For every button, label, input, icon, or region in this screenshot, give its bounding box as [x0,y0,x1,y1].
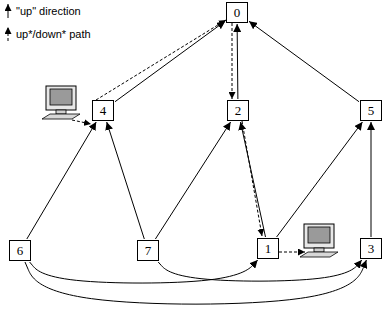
computer-icon [42,86,80,119]
link-line [241,122,266,237]
legend-up-arrow [8,4,9,18]
link-line [27,122,96,239]
node-number: 5 [368,104,375,117]
node-number: 7 [145,244,152,257]
link-line [115,21,225,101]
node-number: 0 [234,6,241,19]
link-line [371,122,372,237]
link-line [158,260,362,281]
node-number: 4 [100,104,107,117]
switch-box: 0 [226,2,248,23]
link-line [277,122,363,237]
link-line [107,122,145,239]
node-number: 3 [368,242,375,255]
link-line [249,21,359,101]
legend-text: "up" direction [15,6,82,17]
switch-box: 2 [227,100,249,121]
switch-box: 4 [92,100,114,121]
switch-box: 5 [360,100,382,121]
up-down-path [72,20,305,252]
node-number: 6 [17,244,24,257]
computer-icon [300,224,338,257]
node-number: 2 [235,104,242,117]
legend-dashed-arrow [8,27,9,41]
switch-box: 7 [137,240,159,261]
node-number: 1 [265,242,272,255]
switch-box: 6 [9,240,31,261]
link-line [237,24,239,99]
link-line [30,260,258,283]
switch-box: 1 [257,238,279,259]
link-line [25,260,366,304]
link-line [155,122,230,239]
switch-box: 3 [360,238,382,259]
legend-text: up*/down* path [15,29,92,40]
